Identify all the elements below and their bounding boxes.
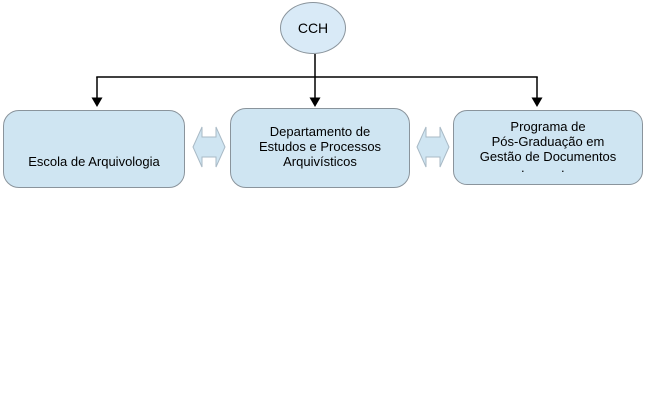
node-cch-ellipse: CCH [280,2,346,54]
node-label-line: Estudos e Processos [258,139,382,154]
double-arrow-left-icon [192,126,226,168]
node-label-line: Arquivísticos [283,154,357,169]
node-label-line: Pós-Graduação em [491,134,605,149]
node-escola-text: Escola de Arquivologia [4,111,184,170]
arrowhead-down-right-icon [531,97,543,107]
node-escola-de-arquivologia: Escola de Arquivologia [3,110,185,188]
node-label-line: Gestão de Documentos [479,149,617,164]
node-label-line: Departamento de [269,124,371,139]
node-label-line: Programa de [510,119,586,134]
double-arrow-right-icon [416,126,450,168]
node-programa-text: Programa de Pós-Graduação em Gestão de D… [454,111,642,164]
clipped-text-fragment: . [561,160,565,175]
node-cch-label: CCH [297,20,329,36]
arrowhead-down-middle-icon [309,97,321,107]
node-programa-pos-graduacao: Programa de Pós-Graduação em Gestão de D… [453,110,643,185]
node-departamento-estudos: Departamento de Estudos e Processos Arqu… [230,108,410,188]
clipped-text-fragment: . [521,160,525,175]
node-label-line: Escola de Arquivologia [28,154,160,169]
arrowhead-down-left-icon [91,97,103,107]
node-departamento-text: Departamento de Estudos e Processos Arqu… [231,109,409,169]
